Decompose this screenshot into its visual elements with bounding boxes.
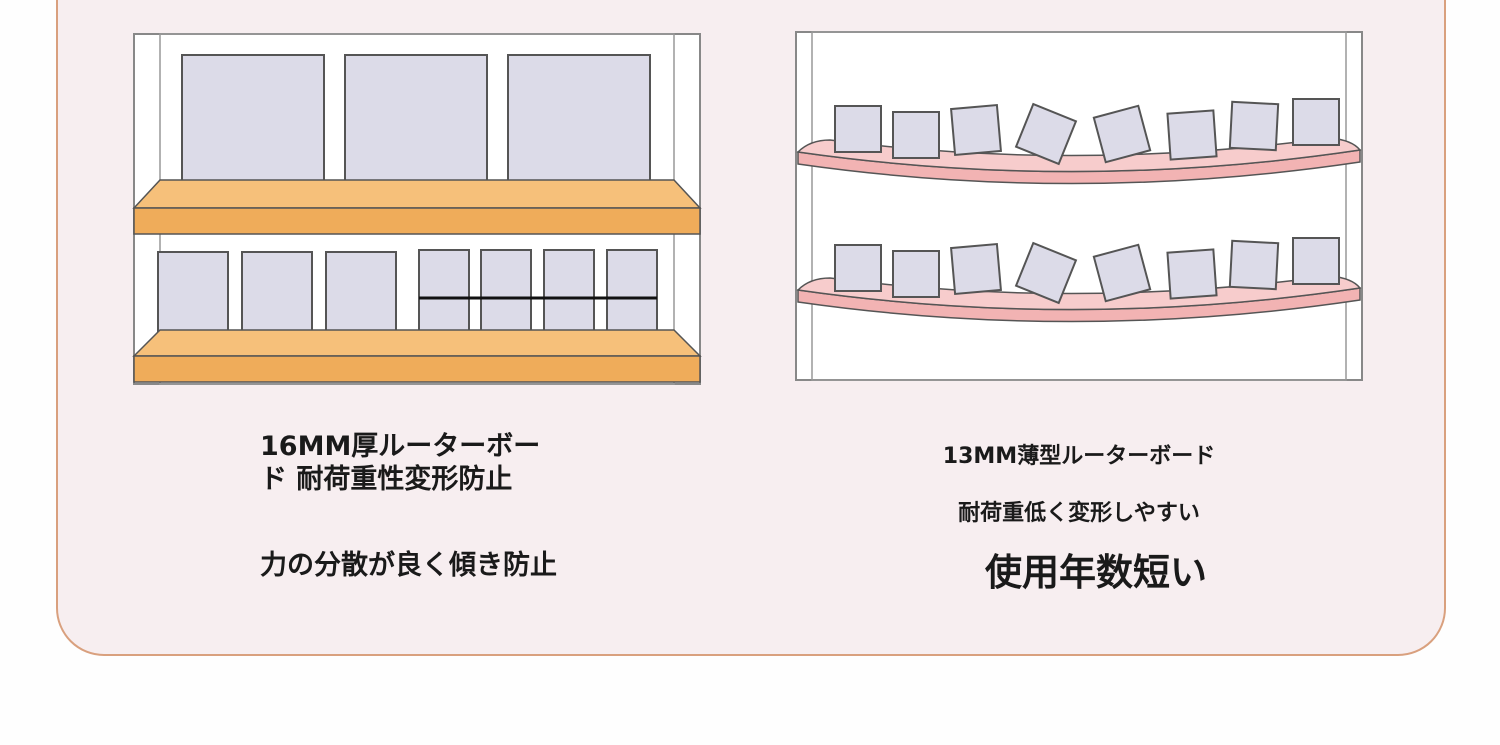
- thick-shelf-illustration: [132, 33, 702, 385]
- thick-board-benefit: 力の分散が良く傾き防止: [260, 550, 557, 581]
- thick-board-description: 16MM厚ルーターボード 耐荷重性変形防止: [260, 431, 541, 495]
- thin-board-title: 13MM薄型ルーターボード: [942, 444, 1216, 469]
- thin-shelf-illustration: [795, 31, 1363, 381]
- thin-board-weakness: 耐荷重低く変形しやすい: [958, 501, 1200, 526]
- thin-board-lifespan: 使用年数短い: [985, 551, 1207, 594]
